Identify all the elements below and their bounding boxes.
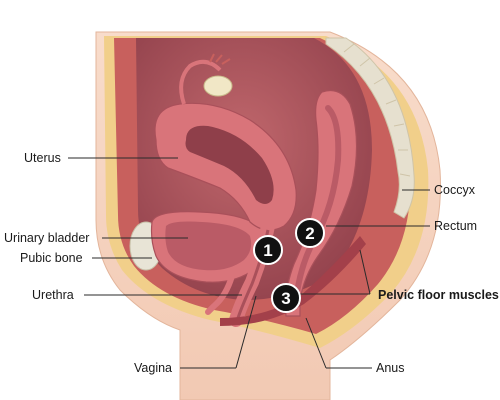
marker-1-number: 1 (263, 241, 272, 260)
marker-3-number: 3 (281, 289, 290, 308)
fallopian-tube (179, 59, 222, 105)
marker-3: 3 (271, 283, 301, 313)
fimbriae (209, 53, 231, 65)
label-uterus: Uterus (24, 151, 61, 165)
bladder-lumen (165, 221, 252, 271)
marker-2: 2 (295, 218, 325, 248)
label-rectum: Rectum (434, 219, 477, 233)
label-urethra: Urethra (32, 288, 74, 302)
sacrum-coccyx (325, 37, 415, 219)
label-pelvic-floor-muscles: Pelvic floor muscles (378, 288, 499, 302)
ovary (203, 75, 233, 97)
vertebra-lines (343, 43, 411, 177)
marker-1: 1 (253, 235, 283, 265)
label-anus: Anus (376, 361, 405, 375)
label-pubic-bone: Pubic bone (20, 251, 83, 265)
label-urinary-bladder: Urinary bladder (4, 231, 89, 245)
rectal-lumen (293, 105, 342, 303)
uterine-cavity (185, 125, 274, 204)
marker-2-number: 2 (305, 224, 314, 243)
label-coccyx: Coccyx (434, 183, 476, 197)
label-vagina: Vagina (134, 361, 172, 375)
leader-lines (68, 157, 430, 369)
